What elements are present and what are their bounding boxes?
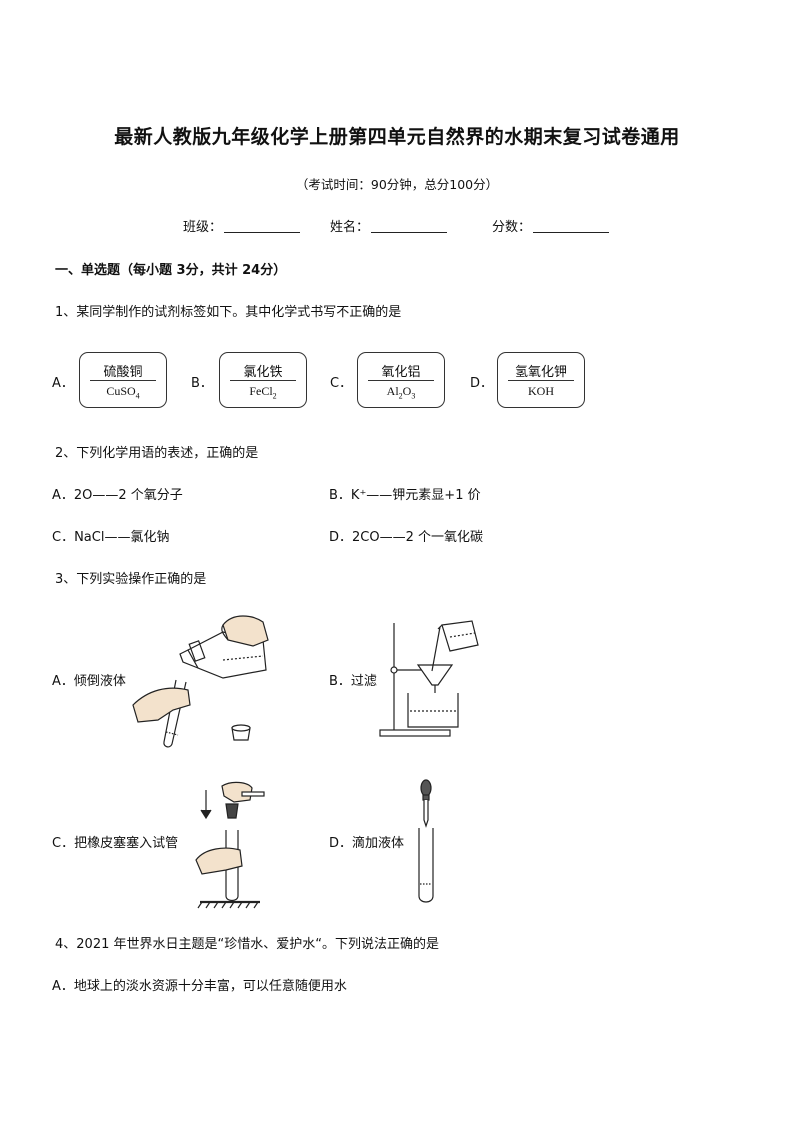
name-label: 姓名： [330,220,370,235]
question-1: 1、某同学制作的试剂标签如下。其中化学式书写不正确的是 [55,305,402,320]
q3-option-a: A．倾倒液体 [52,674,126,689]
reagent-formula: Al2O3 [386,384,416,401]
section-heading: 一、单选题（每小题 3分，共计 24分） [55,263,287,278]
label-divider [368,380,434,381]
exam-title: 最新人教版九年级化学上册第四单元自然界的水期末复习试卷通用 [114,126,680,148]
filtration-illustration [379,620,479,737]
q1-option-a-letter: A． [52,376,74,391]
name-field: 姓名： [330,216,448,235]
q2-option-d: D．2CO——2 个一氧化碳 [329,530,483,545]
label-divider [508,380,574,381]
q1-option-b-letter: B． [191,376,213,391]
dropping-liquid-illustration [418,779,434,903]
class-label: 班级： [183,220,223,235]
question-2: 2、下列化学用语的表述，正确的是 [55,446,259,461]
pouring-liquid-illustration [132,615,269,748]
reagent-name: 氧化铝 [381,365,421,380]
stopper-insertion-illustration [195,781,265,909]
question-3: 3、下列实验操作正确的是 [55,572,207,587]
q1-option-c-letter: C． [330,376,353,391]
q1-option-d-label: 氢氧化钾 KOH [497,352,585,408]
name-blank [371,220,448,233]
q4-option-a: A．地球上的淡水资源十分丰富，可以任意随便用水 [52,979,347,994]
q3-option-d: D．滴加液体 [329,836,405,851]
reagent-formula: FeCl2 [249,384,277,401]
q1-option-d-letter: D． [470,376,494,391]
q1-option-c-label: 氧化铝 Al2O3 [357,352,445,408]
reagent-name: 硫酸铜 [103,365,143,380]
q1-option-a-label: 硫酸铜 CuSO4 [79,352,167,408]
reagent-name: 氯化铁 [243,365,283,380]
question-4: 4、2021 年世界水日主题是“珍惜水、爱护水“。下列说法正确的是 [55,937,439,952]
label-divider [230,380,296,381]
score-blank [533,220,610,233]
label-divider [90,380,156,381]
score-field: 分数： [492,216,610,235]
q2-option-b: B．K⁺——钾元素显+1 价 [329,488,481,503]
reagent-name: 氢氧化钾 [514,365,567,380]
q3-option-b: B．过滤 [329,674,377,689]
q2-option-c: C．NaCl——氯化钠 [52,530,170,545]
q3-option-c: C．把橡皮塞塞入试管 [52,836,179,851]
reagent-formula: CuSO4 [106,384,140,401]
exam-subtitle: （考试时间：90分钟，总分100分） [295,177,499,192]
class-blank [224,220,301,233]
class-field: 班级： [183,216,301,235]
score-label: 分数： [492,220,532,235]
formula-o3: O3 [402,384,416,401]
reagent-formula: KOH [528,384,554,398]
q2-option-a: A．2O——2 个氧分子 [52,488,183,503]
q1-option-b-label: 氯化铁 FeCl2 [219,352,307,408]
